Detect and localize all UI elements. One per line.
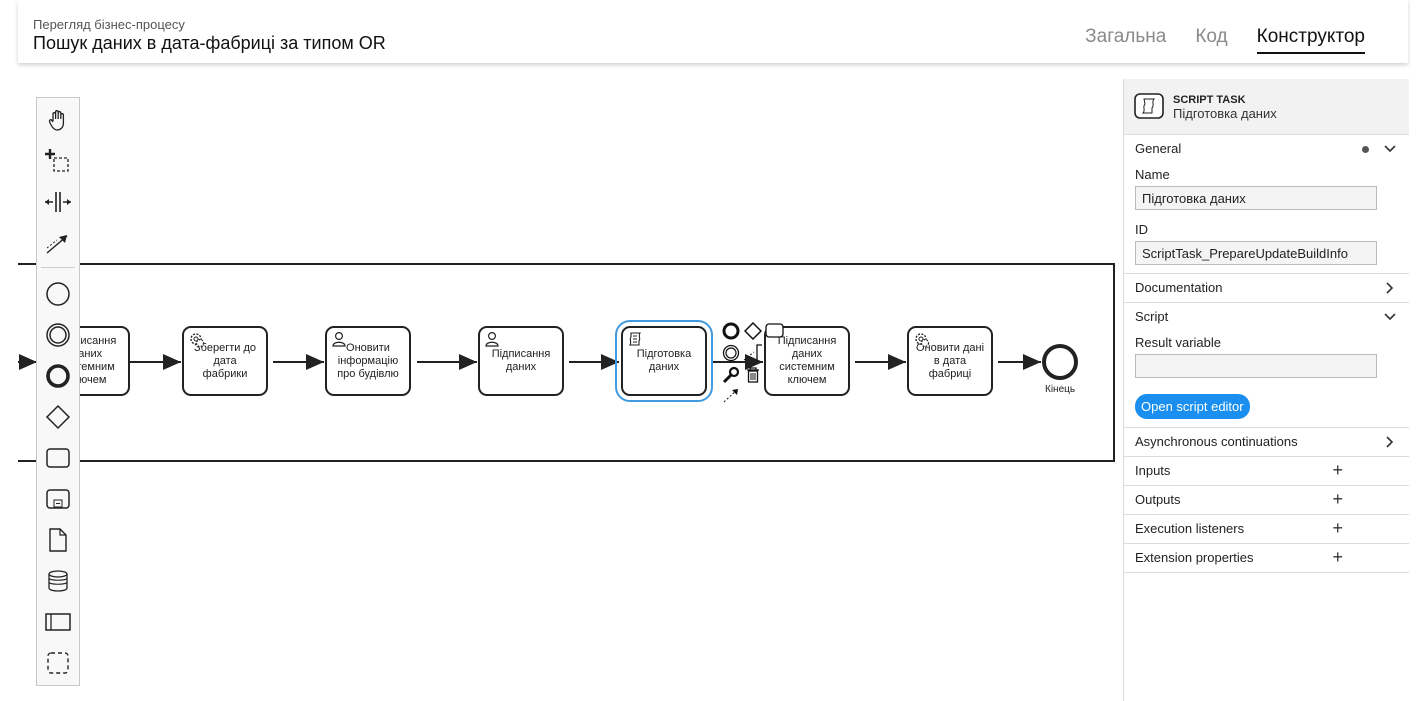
id-field[interactable] (1135, 241, 1377, 265)
start-event-icon[interactable] (37, 277, 79, 311)
diagram-canvas[interactable]: Підписання даних системним ключем Зберег… (0, 64, 1123, 701)
task-icon[interactable] (37, 441, 79, 475)
group-icon[interactable] (37, 646, 79, 680)
section-execution-listeners: Execution listeners + (1124, 515, 1409, 544)
lasso-tool-icon[interactable] (37, 144, 79, 178)
tab-code[interactable]: Код (1195, 26, 1228, 47)
pool-icon[interactable] (37, 605, 79, 639)
append-intermediate-event-icon[interactable] (722, 344, 740, 367)
section-general-header[interactable]: General (1135, 141, 1182, 156)
chevron-down-icon[interactable] (1383, 310, 1397, 327)
section-general: General Name ID (1124, 135, 1409, 274)
space-tool-icon[interactable] (37, 185, 79, 219)
id-label: ID (1135, 222, 1148, 237)
element-type: SCRIPT TASK (1173, 94, 1246, 106)
add-extension-property-icon[interactable]: + (1332, 547, 1343, 567)
chevron-right-icon[interactable] (1383, 281, 1397, 298)
section-script-header[interactable]: Script (1135, 309, 1169, 324)
task-sign-data[interactable]: Підписання даних (478, 326, 564, 396)
connect-icon[interactable] (722, 386, 742, 409)
task-label: Зберегти до дата фабрики (194, 341, 256, 380)
tab-general[interactable]: Загальна (1085, 26, 1167, 47)
append-task-icon[interactable] (765, 323, 785, 344)
script-task-icon (1134, 93, 1164, 122)
page-title: Пошук даних в дата-фабриці за типом OR (33, 33, 386, 53)
name-label: Name (1135, 167, 1170, 182)
append-gateway-icon[interactable] (743, 321, 763, 345)
end-event-icon[interactable] (37, 359, 79, 393)
chevron-right-icon[interactable] (1383, 435, 1397, 452)
global-connect-icon[interactable] (37, 226, 79, 260)
intermediate-event-icon[interactable] (37, 318, 79, 352)
user-icon (331, 331, 347, 351)
section-execution-listeners-header[interactable]: Execution listeners (1135, 521, 1245, 536)
add-execution-listener-icon[interactable]: + (1332, 518, 1343, 538)
task-label: Підписання даних (491, 348, 551, 373)
changed-indicator (1362, 146, 1369, 153)
section-inputs: Inputs + (1124, 457, 1409, 486)
subprocess-icon[interactable] (37, 482, 79, 516)
section-async-header[interactable]: Asynchronous continuations (1135, 434, 1298, 449)
view-tabs: Загальна Код Конструктор (1085, 26, 1365, 54)
app-header: Перегляд бізнес-процесу Пошук даних в да… (18, 0, 1408, 63)
task-label: Оновити дані в дата фабриці (915, 341, 985, 380)
result-variable-label: Result variable (1135, 335, 1221, 350)
section-script: Script Result variable Open script edito… (1124, 303, 1409, 428)
task-label: Підписання даних системним ключем (777, 335, 837, 386)
section-outputs-header[interactable]: Outputs (1135, 492, 1181, 507)
delete-icon[interactable] (745, 366, 761, 389)
open-script-editor-button[interactable]: Open script editor (1135, 394, 1250, 419)
end-event (1042, 344, 1078, 380)
gateway-icon[interactable] (37, 400, 79, 434)
bpmn-diagram (18, 263, 1115, 462)
script-icon (627, 331, 643, 351)
append-text-annotation-icon[interactable] (742, 344, 764, 367)
page-subtitle: Перегляд бізнес-процесу (33, 17, 185, 32)
append-end-event-icon[interactable] (722, 322, 740, 345)
section-inputs-header[interactable]: Inputs (1135, 463, 1171, 478)
wrench-icon[interactable] (722, 366, 740, 389)
chevron-down-icon[interactable] (1383, 142, 1397, 159)
section-extension-properties: Extension properties + (1124, 544, 1409, 573)
section-extension-properties-header[interactable]: Extension properties (1135, 550, 1254, 565)
data-object-icon[interactable] (37, 523, 79, 557)
user-icon (484, 331, 500, 351)
result-variable-field[interactable] (1135, 354, 1377, 378)
data-store-icon[interactable] (37, 564, 79, 598)
task-save-to-data-factory[interactable]: Зберегти до дата фабрики (182, 326, 268, 396)
properties-panel: SCRIPT TASK Підготовка даних General Nam… (1123, 79, 1409, 701)
section-documentation: Documentation (1124, 274, 1409, 303)
element-name: Підготовка даних (1173, 106, 1277, 121)
gear-icon (913, 331, 931, 353)
section-async: Asynchronous continuations (1124, 428, 1409, 457)
task-prepare-data[interactable]: Підготовка даних (615, 320, 713, 402)
task-update-building-info[interactable]: Оновити інформацію про будівлю (325, 326, 411, 396)
task-label: Підготовка даних (636, 348, 692, 373)
pool-border (18, 263, 1115, 462)
hand-tool-icon[interactable] (37, 103, 79, 137)
tool-palette (36, 97, 80, 686)
end-event-label: Кінець (1045, 384, 1076, 395)
tab-constructor[interactable]: Конструктор (1256, 26, 1365, 54)
add-input-icon[interactable]: + (1332, 460, 1343, 480)
section-outputs: Outputs + (1124, 486, 1409, 515)
add-output-icon[interactable]: + (1332, 489, 1343, 509)
section-documentation-header[interactable]: Documentation (1135, 280, 1223, 295)
task-update-data-factory[interactable]: Оновити дані в дата фабриці (907, 326, 993, 396)
task-label: Оновити інформацію про будівлю (337, 341, 399, 380)
palette-separator (41, 267, 75, 268)
gear-icon (188, 331, 206, 353)
properties-header: SCRIPT TASK Підготовка даних (1124, 79, 1409, 135)
name-field[interactable] (1135, 186, 1377, 210)
task-sign-data-system-key-2[interactable]: Підписання даних системним ключем (764, 326, 850, 396)
